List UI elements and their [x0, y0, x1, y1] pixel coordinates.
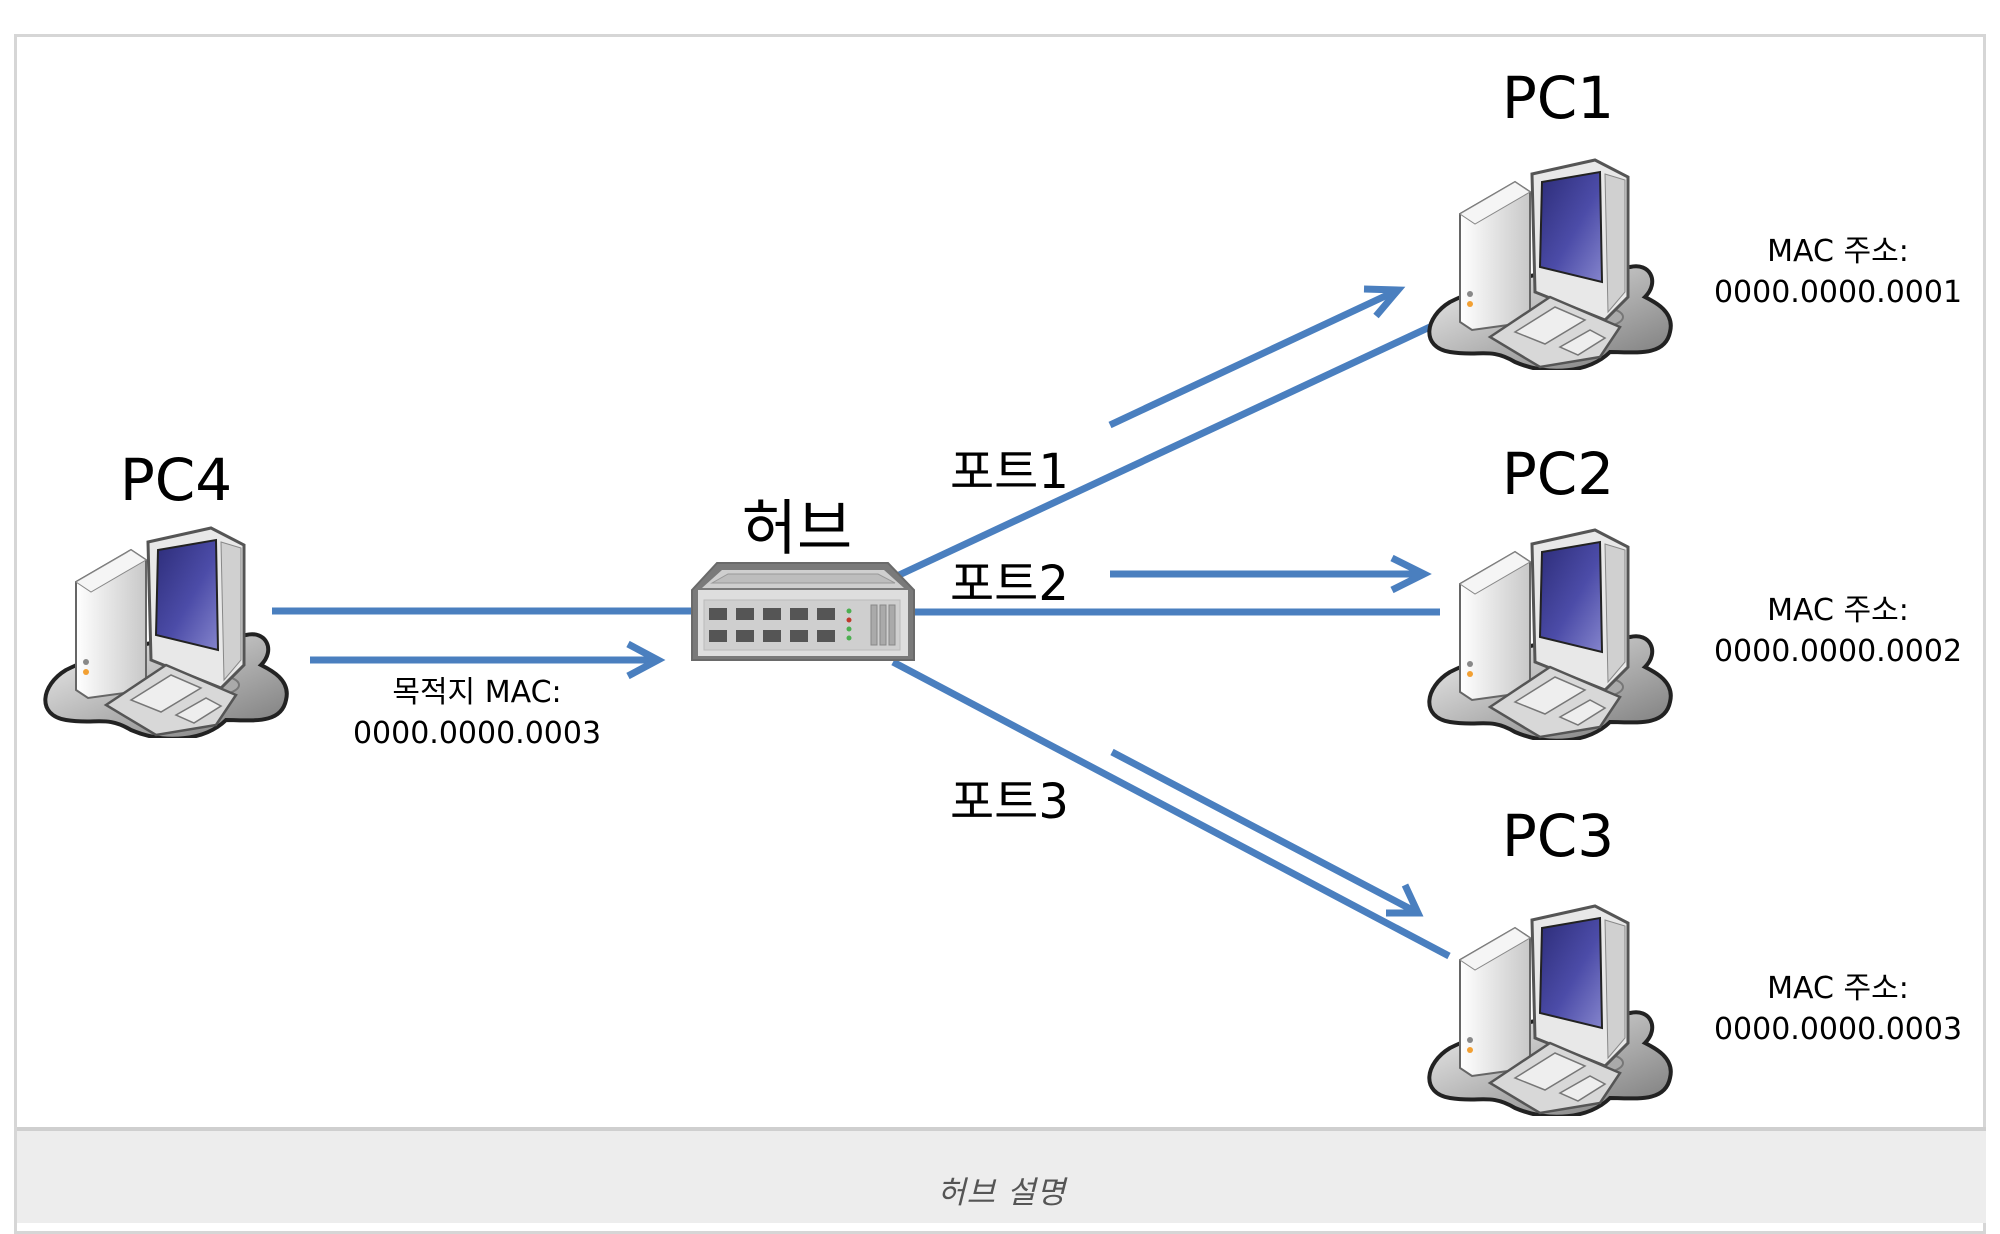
- pc3-mac-block: MAC 주소: 0000.0000.0003: [1714, 968, 1962, 1050]
- pc3-label: PC3: [1501, 802, 1615, 870]
- arrowhead-hub-to-pc2: [1390, 554, 1432, 594]
- pc2-computer-icon: [1427, 528, 1673, 740]
- network-hub-icon: [691, 562, 915, 661]
- pc2-label: PC2: [1501, 440, 1615, 508]
- pc1-mac-label: MAC 주소:: [1767, 234, 1909, 269]
- pc1-mac-block: MAC 주소: 0000.0000.0001: [1714, 231, 1962, 313]
- port2-label: 포트2: [950, 556, 1069, 612]
- arrowhead-pc4-to-hub: [626, 640, 666, 680]
- pc2-mac-value: 0000.0000.0002: [1713, 634, 1963, 669]
- hub-label: 허브: [741, 494, 853, 564]
- port1-label: 포트1: [950, 444, 1069, 500]
- link-hub-pc1: [895, 322, 1434, 580]
- arrow-hub-to-pc3: [1110, 748, 1420, 917]
- destination-mac-value: 0000.0000.0003: [352, 716, 602, 751]
- arrowhead-hub-to-pc1: [1363, 285, 1406, 319]
- pc2-mac-block: MAC 주소: 0000.0000.0002: [1714, 590, 1962, 672]
- link-hub-pc3: [891, 658, 1451, 960]
- pc3-computer-icon: [1427, 904, 1673, 1116]
- pc4-label: PC4: [119, 446, 233, 514]
- destination-mac-label: 목적지 MAC:: [392, 675, 562, 710]
- pc1-computer-icon: [1427, 158, 1673, 370]
- port3-label: 포트3: [950, 774, 1069, 830]
- pc3-mac-value: 0000.0000.0003: [1713, 1012, 1963, 1047]
- pc2-mac-label: MAC 주소:: [1767, 593, 1909, 628]
- pc4-computer-icon: [43, 526, 289, 738]
- arrowhead-hub-to-pc3: [1386, 883, 1424, 917]
- pc3-mac-label: MAC 주소:: [1767, 971, 1909, 1006]
- destination-mac-block: 목적지 MAC: 0000.0000.0003: [353, 672, 601, 754]
- pc1-label: PC1: [1501, 64, 1615, 132]
- caption-bar: 허브 설명: [17, 1127, 1986, 1223]
- arrow-hub-to-pc1: [1108, 287, 1398, 429]
- pc1-mac-value: 0000.0000.0001: [1713, 275, 1963, 310]
- figure-caption: 허브 설명: [937, 1175, 1066, 1211]
- diagram-frame: [14, 34, 1986, 1234]
- links: [272, 285, 1451, 960]
